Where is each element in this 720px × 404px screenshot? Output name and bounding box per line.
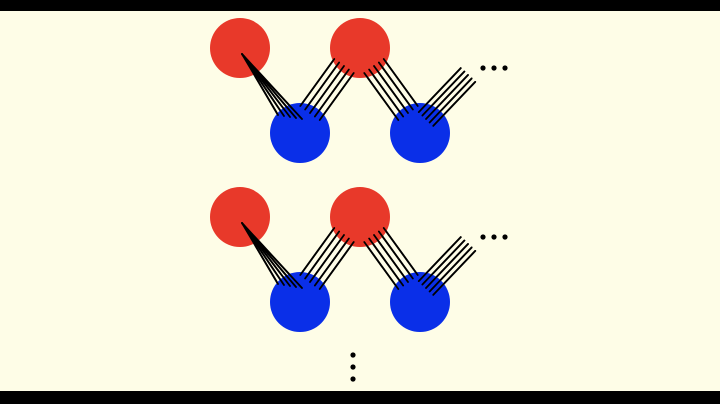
chain-2-link-2-over-edge-3 [309,234,345,283]
vertical-continuation-dot-3 [350,376,356,382]
chain-1-link-2-over-edge-4 [313,68,350,118]
chain-1-link-2-over-edge-1 [299,58,336,107]
chain-1-continuation-dot-3 [502,65,508,71]
chain-2-link-3-over-edge-1 [382,227,419,276]
chain-1-red-node-2 [330,18,390,78]
chain-2-link-4-over-edge-3 [425,243,469,289]
chain-2-continuation-dot-1 [480,234,486,240]
chain-1-red-node-1 [210,18,270,78]
chain-2-red-node-1 [210,187,270,247]
chain-2-link-4-over-edge-5 [432,250,477,296]
vertical-continuation-dot-2 [350,364,356,370]
chain-1-link-3-over-edge-3 [373,65,409,114]
chain-1-continuation-dot-2 [491,65,497,71]
chain-1-link-2-over-edge-5 [318,72,355,121]
chain-1-blue-node-1 [270,103,330,163]
chain-1-link-2-over-edge-3 [309,65,345,114]
chain-1-link-4-over-edge-4 [428,77,473,124]
chain-2-continuation-dot-3 [502,234,508,240]
chain-1-link-1-over-edge-5 [241,53,303,120]
chain-1-link-3-over-edge-1 [382,58,419,107]
chain-1-link-4-over-edge-3 [425,74,469,120]
chain-1-link-3-over-edge-5 [363,72,400,121]
chain-1-link-3-over-edge-4 [368,68,405,118]
chain-2-link-3-over-edge-4 [368,237,405,287]
diagram-canvas [0,11,720,391]
chain-2-link-2-over-edge-4 [313,237,350,287]
chain-2-blue-node-1 [270,272,330,332]
vertical-continuation-dot-1 [350,352,356,358]
chain-1-link-4-over-edge-5 [432,81,477,127]
chain-2-link-4-over-edge-4 [428,246,473,293]
chain-2-link-1-over-edge-5 [241,222,303,289]
chain-2-link-2-over-edge-5 [318,241,355,290]
chain-diagram [0,11,720,391]
chain-1-link-4-over-edge-2 [421,70,466,117]
chain-2-link-4-over-edge-2 [421,239,466,286]
chain-2-link-3-over-edge-5 [363,241,400,290]
chain-2-link-2-over-edge-1 [299,227,336,276]
chain-2-continuation-dot-2 [491,234,497,240]
chain-2-link-3-over-edge-2 [377,230,414,280]
chain-2-red-node-2 [330,187,390,247]
chain-2-link-2-over-edge-2 [304,230,341,280]
chain-1-link-3-over-edge-2 [377,61,414,111]
chain-2-link-3-over-edge-3 [373,234,409,283]
chain-1-link-4-over-edge-1 [417,67,462,113]
chain-1-link-2-over-edge-2 [304,61,341,111]
chain-1-continuation-dot-1 [480,65,486,71]
chain-2-link-4-over-edge-1 [417,236,462,282]
